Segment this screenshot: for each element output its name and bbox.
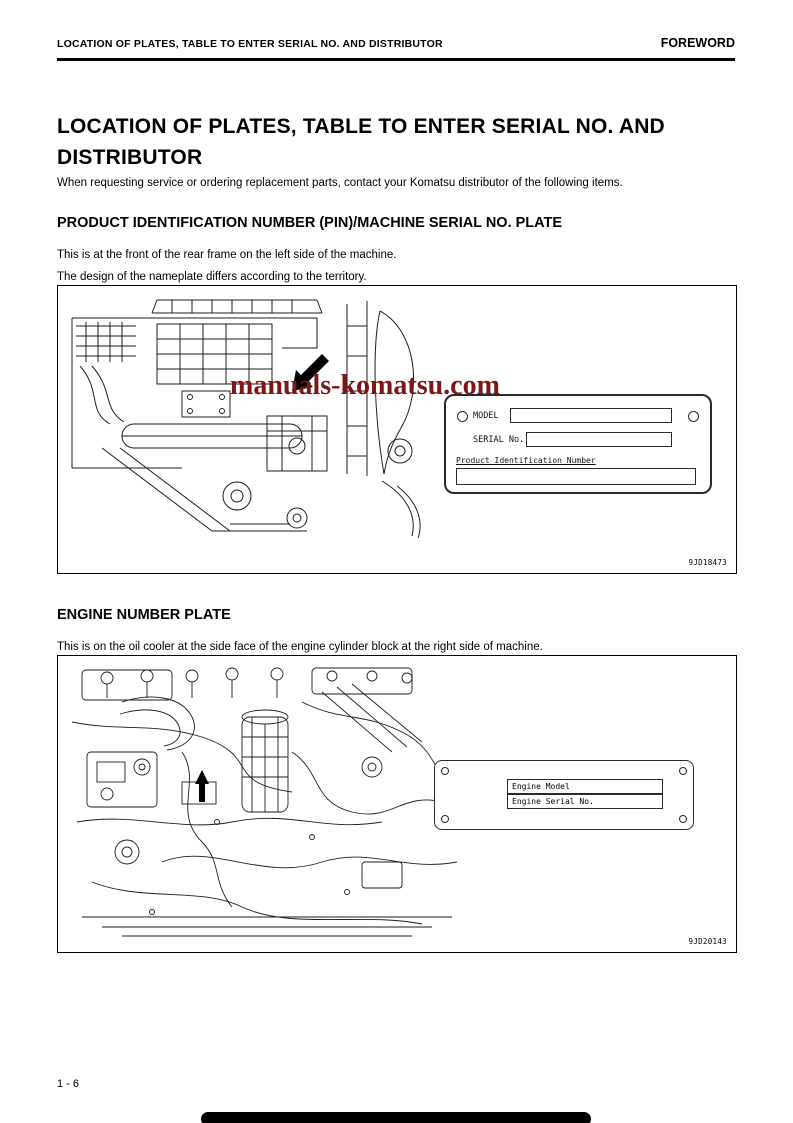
page-number: 1 - 6 bbox=[57, 1078, 80, 1090]
serial-value-box bbox=[526, 432, 672, 447]
engine-line-drawing bbox=[71, 667, 463, 937]
plate-hole-bottom-right bbox=[679, 815, 687, 823]
engine-serial-box: Engine Serial No. bbox=[507, 794, 663, 809]
plate-hole-right bbox=[688, 411, 699, 422]
running-header-title: LOCATION OF PLATES, TABLE TO ENTER SERIA… bbox=[57, 38, 443, 50]
watermark-text: manuals-komatsu.com bbox=[230, 370, 500, 401]
figure-engine-plate: Engine Model Engine Serial No. 9JD20143 bbox=[57, 655, 737, 953]
figure-pin-plate: manuals-komatsu.com MODEL SERIAL No. Pro… bbox=[57, 285, 737, 574]
model-value-box bbox=[510, 408, 672, 423]
bottom-bar bbox=[201, 1112, 591, 1123]
machine-line-drawing bbox=[71, 299, 421, 539]
running-header-section: FOREWORD bbox=[660, 36, 735, 50]
page-title: LOCATION OF PLATES, TABLE TO ENTER SERIA… bbox=[57, 115, 665, 169]
pointer-arrow bbox=[292, 354, 329, 391]
pin-plate-description-2: The design of the nameplate differs acco… bbox=[57, 270, 367, 283]
plate-hole-bottom-left bbox=[441, 815, 449, 823]
running-header: LOCATION OF PLATES, TABLE TO ENTER SERIA… bbox=[57, 36, 735, 61]
pin-plate-graphic: MODEL SERIAL No. Product Identification … bbox=[444, 394, 712, 494]
engine-model-box: Engine Model bbox=[507, 779, 663, 794]
intro-paragraph: When requesting service or ordering repl… bbox=[57, 176, 623, 189]
pointer-arrow bbox=[195, 770, 209, 802]
figure-code: 9JD18473 bbox=[688, 558, 727, 567]
section-heading-engine-plate: ENGINE NUMBER PLATE bbox=[57, 607, 231, 624]
pin-plate-description-1: This is at the front of the rear frame o… bbox=[57, 248, 397, 261]
figure-code: 9JD20143 bbox=[688, 937, 727, 946]
engine-plate-description: This is on the oil cooler at the side fa… bbox=[57, 640, 543, 653]
model-label: MODEL bbox=[473, 411, 499, 421]
pin-label: Product Identification Number bbox=[456, 456, 596, 465]
section-heading-pin-plate: PRODUCT IDENTIFICATION NUMBER (PIN)/MACH… bbox=[57, 215, 563, 232]
plate-hole-top-left bbox=[441, 767, 449, 775]
serial-label: SERIAL No. bbox=[473, 435, 525, 445]
plate-hole-left bbox=[457, 411, 468, 422]
engine-plate-graphic: Engine Model Engine Serial No. bbox=[434, 760, 694, 830]
plate-hole-top-right bbox=[679, 767, 687, 775]
pin-value-box bbox=[456, 468, 696, 485]
